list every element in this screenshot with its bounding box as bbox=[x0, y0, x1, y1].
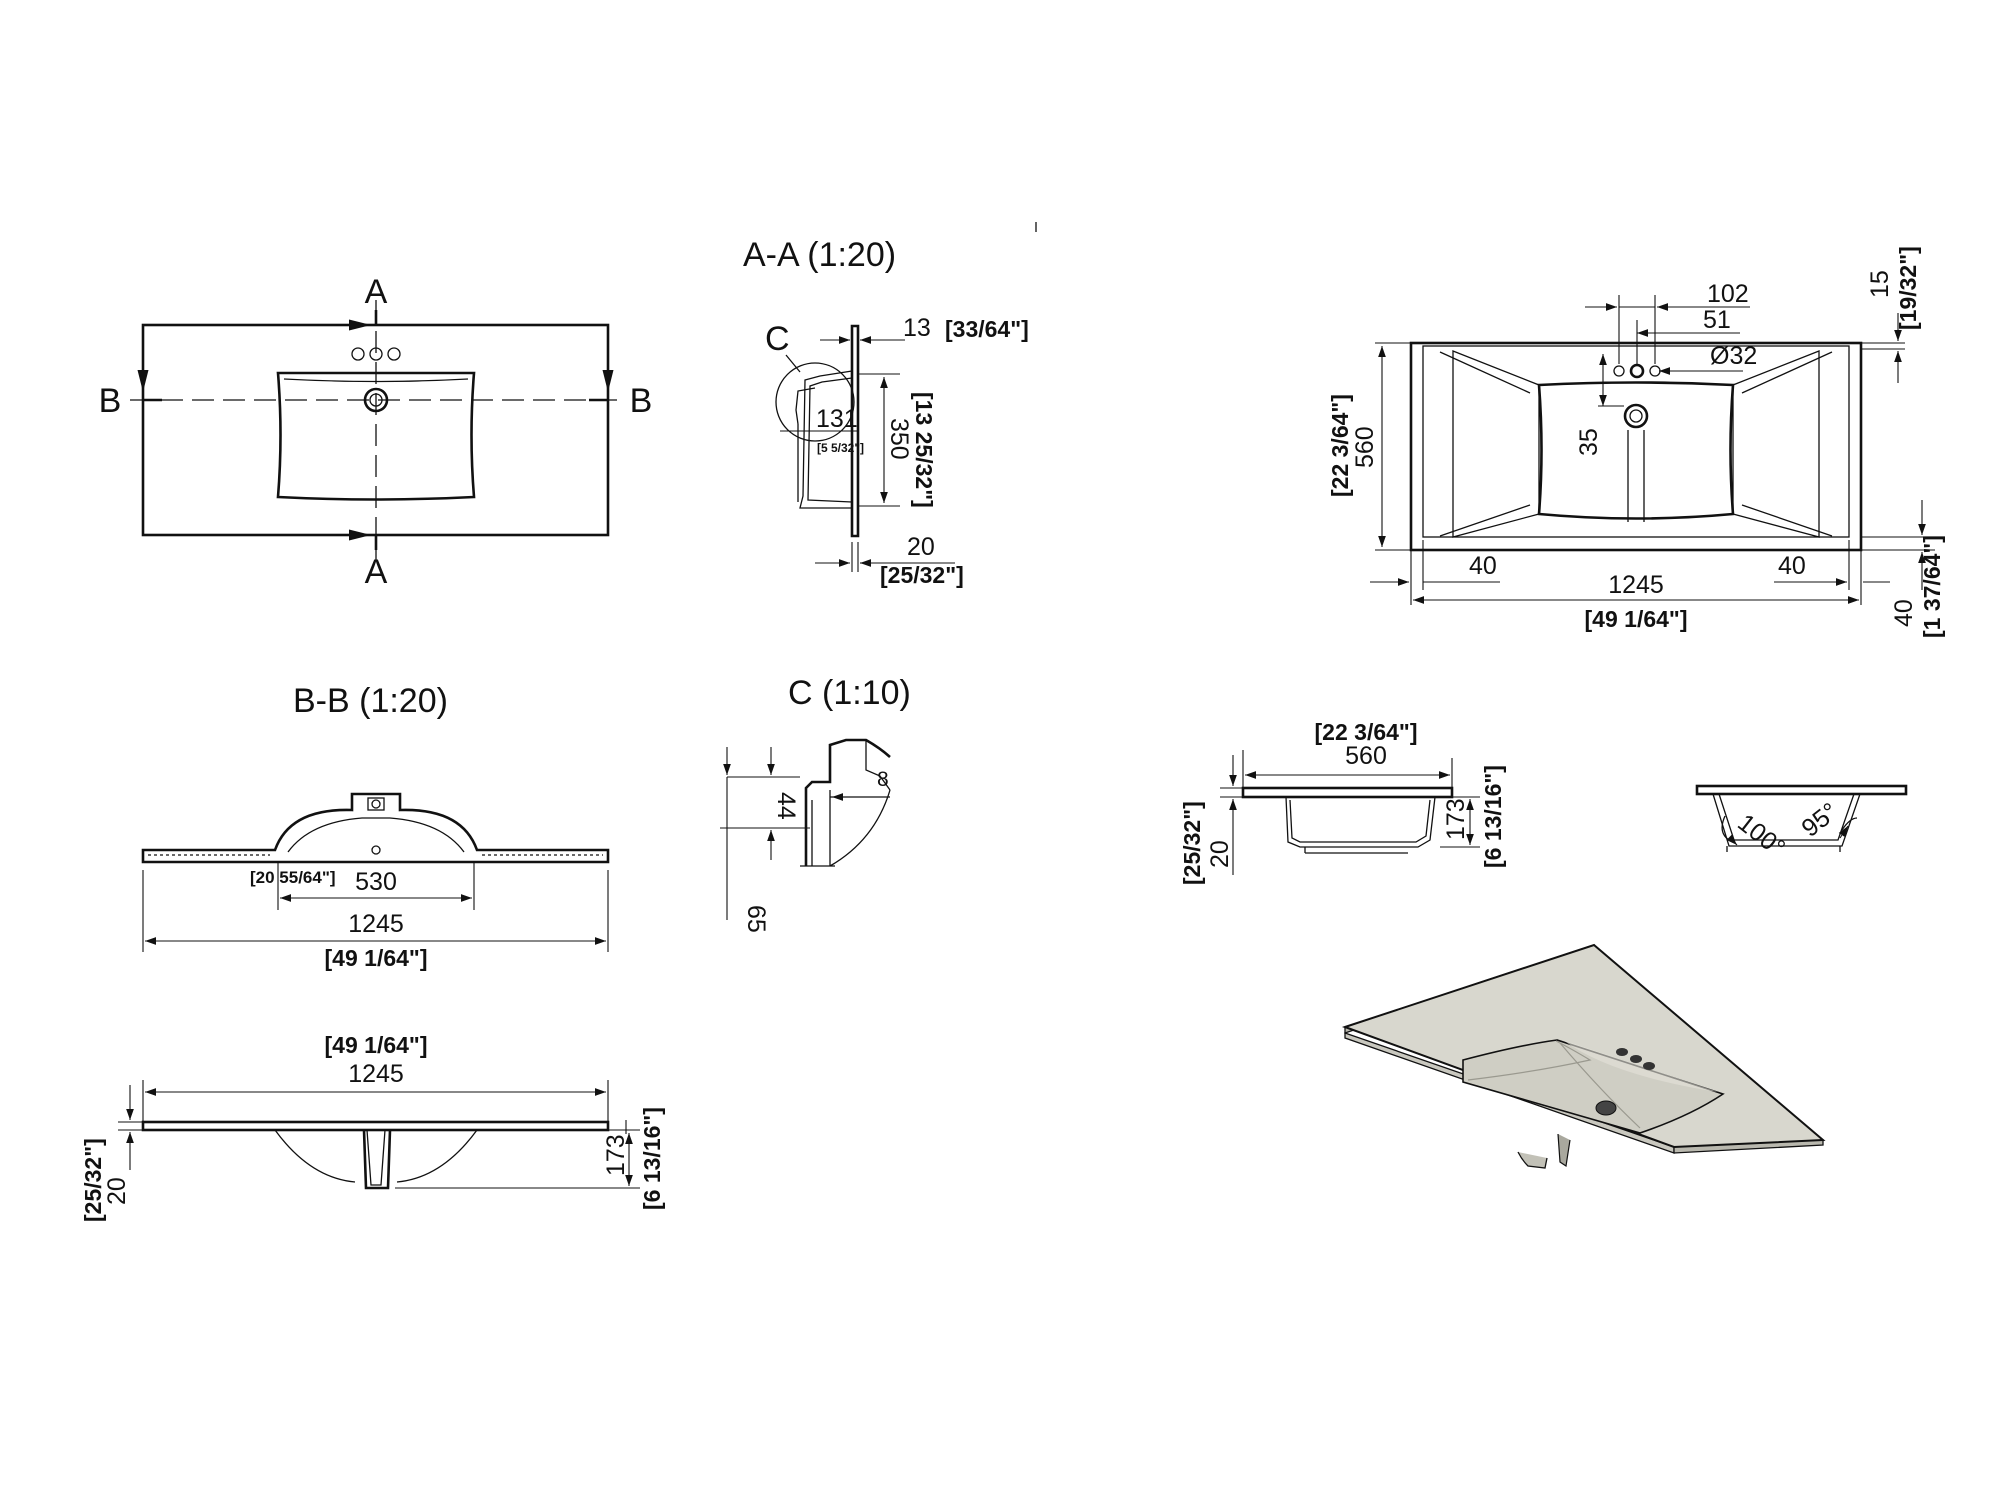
dim-aa-131-in: [5 5/32"] bbox=[817, 441, 864, 455]
section-label-a: A bbox=[365, 273, 388, 311]
front-counter bbox=[141, 1120, 610, 1132]
dim-aa-13-in: [33/64"] bbox=[945, 316, 1029, 342]
dim-aa-20: 20 bbox=[907, 533, 935, 561]
side-section-counter bbox=[1695, 784, 1908, 796]
bb-profile bbox=[141, 792, 610, 864]
detail-c-marker bbox=[775, 362, 855, 442]
dim-c-44: 44 bbox=[772, 792, 800, 820]
dim-side-560: 560 bbox=[1345, 742, 1387, 770]
dim-top-15: 15 bbox=[1866, 270, 1894, 298]
iso-tap-hole bbox=[1616, 1048, 1628, 1056]
side-bowl bbox=[1285, 796, 1436, 848]
dim-top-560-in: [22 3/64"] bbox=[1327, 394, 1353, 497]
dim-front-20: 20 bbox=[103, 1177, 131, 1205]
plan-view: A A B B bbox=[99, 273, 653, 591]
detail-c: C (1:10) 8 44 65 bbox=[720, 674, 911, 933]
dim-top-102: 102 bbox=[1707, 280, 1749, 308]
tap-hole bbox=[387, 347, 401, 361]
dim-front-20-in: [25/32"] bbox=[80, 1138, 106, 1222]
side-section-angles: 100° 95° bbox=[1695, 784, 1908, 863]
aa-counter-edge bbox=[850, 324, 860, 538]
dim-aa-20-in: [25/32"] bbox=[880, 562, 964, 588]
section-label-a: A bbox=[365, 553, 388, 591]
iso-tap-hole bbox=[1630, 1055, 1642, 1063]
dim-aa-131: 131 bbox=[816, 405, 858, 433]
dim-bb-530: 530 bbox=[355, 868, 397, 896]
dim-top-560: 560 bbox=[1351, 426, 1379, 468]
dim-side-173-in: [6 13/16"] bbox=[1480, 765, 1506, 868]
slope-left bbox=[1452, 350, 1540, 538]
dim-side-20-in: [25/32"] bbox=[1179, 801, 1205, 885]
dim-top-hole: Ø32 bbox=[1710, 342, 1757, 370]
dim-top-40a: 40 bbox=[1469, 552, 1497, 580]
dim-top-40c: 40 bbox=[1890, 599, 1918, 627]
dim-side-560-in: [22 3/64"] bbox=[1315, 719, 1418, 745]
front-view: [49 1/64"] 1245 173 [6 13/16"] 20 [25/32… bbox=[80, 1032, 665, 1222]
section-aa: A-A (1:20) C 13 [33/64"] 131 [5 5/32"] 3… bbox=[743, 236, 1029, 588]
side-view: [22 3/64"] 560 173 [6 13/16"] 20 [25/32"… bbox=[1179, 719, 1506, 885]
dim-front-173: 173 bbox=[602, 1134, 630, 1176]
dim-top-1245: 1245 bbox=[1608, 571, 1664, 599]
tap-hole bbox=[351, 347, 365, 361]
dim-bb-1245-in: [49 1/64"] bbox=[325, 945, 428, 971]
isometric-view bbox=[1341, 943, 1826, 1169]
top-tap-hole bbox=[1613, 365, 1625, 377]
dim-bb-530-in: [20 55/64"] bbox=[250, 868, 336, 887]
dim-bb-1245: 1245 bbox=[348, 910, 404, 938]
section-label-b: B bbox=[99, 382, 122, 420]
top-bowl bbox=[1537, 381, 1735, 520]
top-tap-hole bbox=[1649, 365, 1661, 377]
dim-front-1245-in: [49 1/64"] bbox=[325, 1032, 428, 1058]
dim-c-8: 8 bbox=[877, 768, 889, 791]
detail-c-title: C (1:10) bbox=[788, 674, 911, 712]
top-outline bbox=[1409, 341, 1863, 552]
plan-bowl bbox=[276, 371, 476, 501]
dim-front-1245: 1245 bbox=[348, 1060, 404, 1088]
dim-top-15-in: [19/32"] bbox=[1895, 246, 1921, 330]
dim-aa-350: 350 bbox=[885, 418, 913, 460]
dim-side-173: 173 bbox=[1442, 798, 1470, 840]
detail-c-outline bbox=[804, 738, 891, 866]
side-counter bbox=[1241, 786, 1454, 799]
dim-side-20: 20 bbox=[1206, 840, 1234, 868]
section-bb: B-B (1:20) 530 [20 55/64"] 1245 [49 1/64… bbox=[141, 682, 610, 971]
section-bb-title: B-B (1:20) bbox=[293, 682, 448, 720]
dim-top-51: 51 bbox=[1703, 306, 1731, 334]
angle-95: 95° bbox=[1796, 797, 1843, 842]
slope-right bbox=[1732, 350, 1820, 538]
dim-c-65: 65 bbox=[742, 905, 770, 933]
top-view: 102 51 Ø32 35 15 [19/32"] 560 [22 3/64"]… bbox=[1327, 246, 1945, 638]
top-tap-hole bbox=[1629, 363, 1645, 379]
section-label-b: B bbox=[630, 382, 653, 420]
iso-drain bbox=[1595, 1100, 1617, 1116]
dim-top-40b: 40 bbox=[1778, 552, 1806, 580]
dim-top-35: 35 bbox=[1575, 428, 1603, 456]
front-drain bbox=[362, 1129, 392, 1190]
detail-ref-label: C bbox=[765, 320, 790, 358]
iso-tap-hole bbox=[1643, 1062, 1655, 1070]
dim-top-40c-in: [1 37/64"] bbox=[1919, 535, 1945, 638]
dim-aa-13: 13 bbox=[903, 314, 931, 342]
dim-front-173-in: [6 13/16"] bbox=[639, 1107, 665, 1210]
angle-100: 100° bbox=[1732, 809, 1790, 863]
top-drain bbox=[1623, 403, 1649, 429]
section-aa-title: A-A (1:20) bbox=[743, 236, 896, 274]
dim-top-1245-in: [49 1/64"] bbox=[1585, 606, 1688, 632]
dim-aa-350-in: [13 25/32"] bbox=[911, 392, 937, 508]
iso-bowl bbox=[1462, 1039, 1725, 1134]
